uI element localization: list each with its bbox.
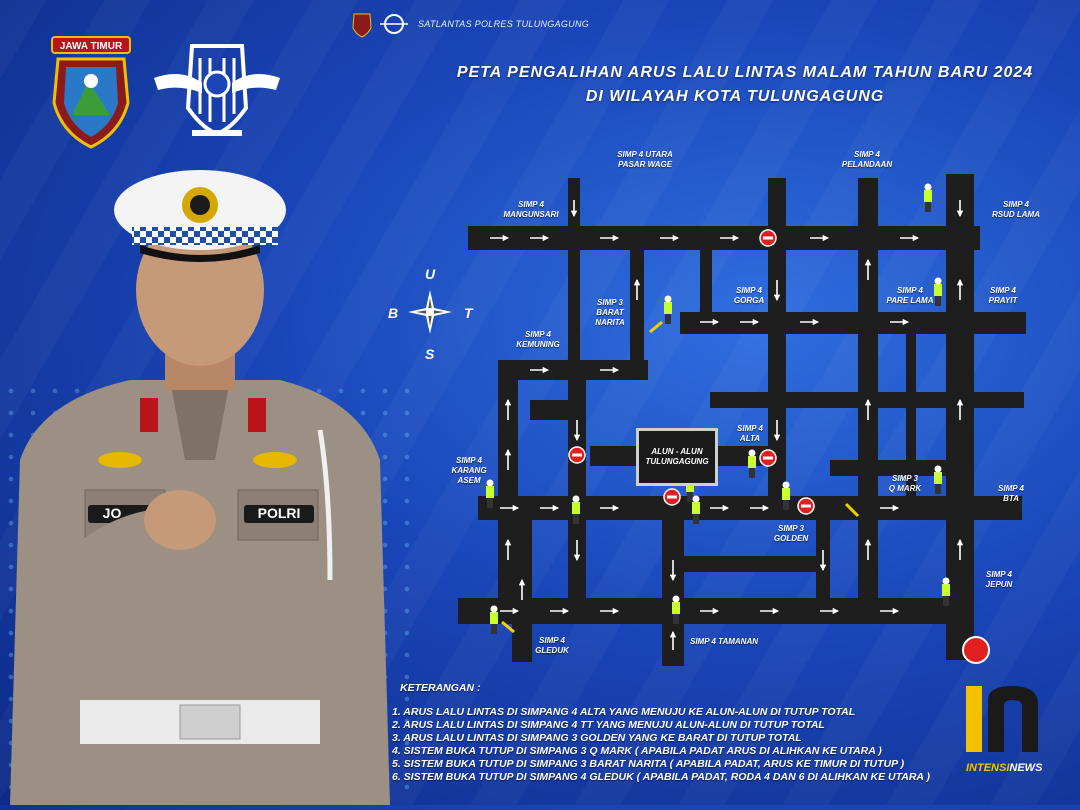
name-tag: JO <box>103 505 122 521</box>
badge-text: JAWA TIMUR <box>60 41 123 52</box>
label-kemuning: SIMP 4 KEMUNING <box>516 330 560 349</box>
barriers <box>501 320 860 634</box>
label-utara-pasar-wage: SIMP 4 UTARA PASAR WAGE <box>617 150 673 169</box>
label-pare-lama: SIMP 4 PARE LAMA <box>886 286 934 305</box>
compass-rose <box>408 290 452 334</box>
no-entry-signs <box>568 229 815 515</box>
compass-west: B <box>388 305 399 321</box>
legend-item: 3. ARUS LALU LINTAS DI SIMPANG 3 GOLDEN … <box>392 732 802 744</box>
map-title-line1: PETA PENGALIHAN ARUS LALU LINTAS MALAM T… <box>456 64 1034 81</box>
polri-tag: POLRI <box>258 505 301 521</box>
legend-item: 6. SISTEM BUKA TUTUP DI SIMPANG 4 GLEDUK… <box>392 771 931 783</box>
label-prayit: SIMP 4 PRAYIT <box>988 286 1018 305</box>
flow-arrows <box>490 200 964 650</box>
legend-item: 2. ARUS LALU LINTAS DI SIMPANG 4 TT YANG… <box>392 719 825 731</box>
compass-north: U <box>425 266 436 282</box>
org-name: SATLANTAS POLRES TULUNGAGUNG <box>418 19 590 29</box>
label-barat-narita: SIMP 3 BARAT NARITA <box>595 298 625 327</box>
officer-cap <box>110 165 290 265</box>
legend-item: 1. ARUS LALU LINTAS DI SIMPANG 4 ALTA YA… <box>392 706 856 718</box>
legend-item: 5. SISTEM BUKA TUTUP DI SIMPANG 3 BARAT … <box>392 758 905 770</box>
watermark-text: INTENSINEWS <box>966 762 1042 774</box>
label-golden: SIMP 3 GOLDEN <box>773 524 809 543</box>
jatim-police-logo: JAWA TIMUR <box>50 33 132 151</box>
label-gorga: SIMP 4 GORGA <box>733 286 765 305</box>
label-tamanan: SIMP 4 TAMANAN <box>690 637 758 646</box>
label-pelandaan: SIMP 4 PELANDAAN <box>841 150 893 169</box>
label-jepun: SIMP 4 JEPUN <box>985 570 1013 589</box>
header-mini-logos <box>352 12 412 38</box>
compass-east: T <box>464 305 473 321</box>
roads <box>458 174 1026 666</box>
traffic-officers <box>486 183 950 634</box>
watermark-part1: INTENSI <box>966 762 1010 774</box>
label-q-mark: SIMP 3 Q MARK <box>888 474 922 493</box>
legend-item: 4. SISTEM BUKA TUTUP DI SIMPANG 3 Q MARK… <box>392 745 882 757</box>
intensinews-logo <box>962 660 1052 760</box>
label-mangunsari: SIMP 4 MANGUNSARI <box>503 200 559 219</box>
label-gleduk: SIMP 4 GLEDUK <box>535 636 569 655</box>
label-alta: SIMP 4 ALTA <box>737 424 763 443</box>
compass-south: S <box>425 346 435 362</box>
end-marker <box>962 636 990 664</box>
officer-figure: POLRI JO <box>0 160 390 805</box>
label-karang-asem: SIMP 4 KARANG ASEM <box>451 456 487 485</box>
road-tamanan <box>662 520 684 666</box>
watermark-part2: NEWS <box>1009 762 1043 774</box>
korlantas-logo <box>152 38 282 143</box>
map-title-line2: DI WILAYAH KOTA TULUNGAGUNG <box>585 88 885 105</box>
legend-heading: KETERANGAN : <box>400 682 481 694</box>
alun-alun-block: ALUN - ALUN TULUNGAGUNG <box>636 428 718 486</box>
label-rsud-lama: SIMP 4 RSUD LAMA <box>992 200 1040 219</box>
label-bta: SIMP 4 BTA <box>998 484 1024 503</box>
legend-list: 1. ARUS LALU LINTAS DI SIMPANG 4 ALTA YA… <box>392 706 930 784</box>
